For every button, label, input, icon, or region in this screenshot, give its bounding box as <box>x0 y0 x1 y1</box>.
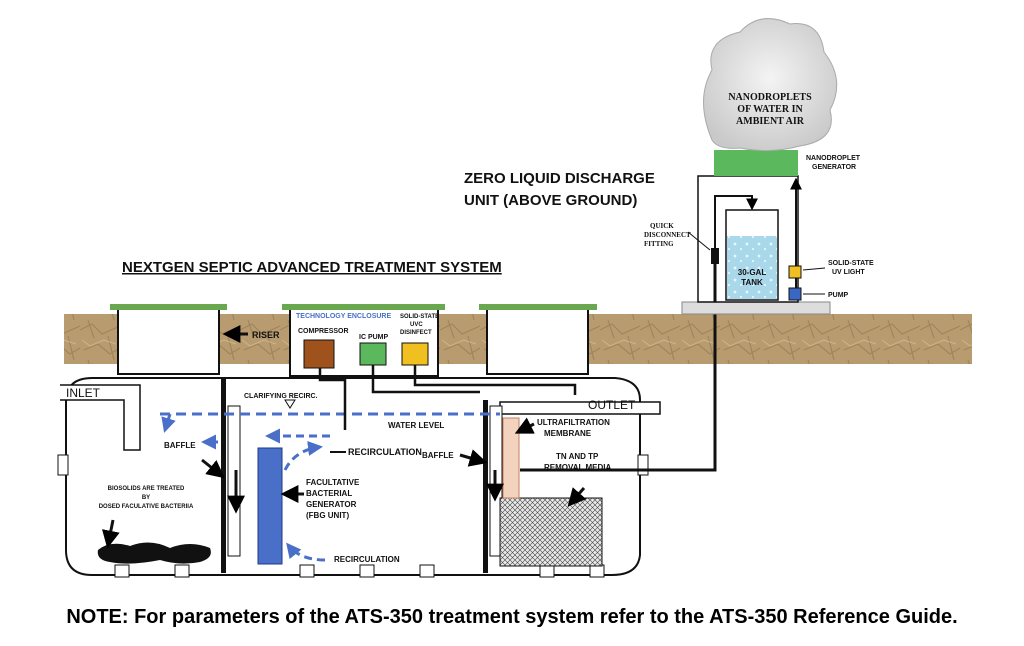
generator-label-line2: GENERATOR <box>812 164 856 171</box>
membrane-arrow <box>514 417 535 434</box>
generator-label-line1: NANODROPLET <box>806 155 861 162</box>
bio-label-line3: DOSED FACULATIVE BACTERIIA <box>99 504 194 510</box>
reference-note: NOTE: For parameters of the ATS-350 trea… <box>66 606 958 628</box>
tank-end-cap-left <box>57 454 69 476</box>
tank-label-line1: 30-GAL <box>738 268 767 277</box>
uvc-label-line1: SOLID-STATE <box>400 314 439 320</box>
main-title: NEXTGEN SEPTIC ADVANCED TREATMENT SYSTEM <box>122 259 502 276</box>
bio-label-line2: BY <box>142 495 150 501</box>
recirc-bottom-label: RECIRCULATION <box>334 555 400 564</box>
ic-pump-label: IC PUMP <box>359 334 389 341</box>
fbg-label-line2: BACTERIAL <box>306 489 352 498</box>
uv-light-box <box>788 265 802 279</box>
ic-pump-box <box>359 342 387 366</box>
zld-inlet-line <box>714 195 758 255</box>
zld-title-line1: ZERO LIQUID DISCHARGE <box>464 170 655 187</box>
uvc-label-line3: DISINFECT <box>400 330 432 336</box>
enclosure-lid <box>282 304 445 310</box>
riser-right <box>486 307 589 375</box>
fbg-unit <box>257 447 283 565</box>
zld-base-slab <box>681 301 831 315</box>
cloud-line1: NANODROPLETS <box>728 92 812 103</box>
ultrafiltration-membrane <box>502 417 520 499</box>
cloud-line2: OF WATER IN <box>737 104 803 115</box>
uv-label-line1: SOLID-STATE <box>828 260 874 267</box>
air-line-compressor <box>318 368 347 430</box>
tank-end-cap-right <box>637 454 649 476</box>
cloud-line3: AMBIENT AIR <box>736 116 805 127</box>
biosolids-blob <box>97 542 211 564</box>
fbg-label-line4: (FBG UNIT) <box>306 511 349 520</box>
uvc-line <box>413 365 577 395</box>
media-arrow <box>567 487 587 507</box>
compressor-label: COMPRESSOR <box>298 328 349 335</box>
inlet-label: INLET <box>66 386 101 400</box>
riser-left-lid <box>110 304 227 310</box>
clarifying-symbol <box>284 399 296 409</box>
clarifying-label: CLARIFYING RECIRC. <box>244 393 318 400</box>
media-label-line1: TN AND TP <box>556 452 599 461</box>
uvc-box <box>401 342 429 366</box>
quick-arrow <box>687 231 711 251</box>
recirc-arrow-bottom <box>286 542 326 562</box>
outlet-label: OUTLET <box>588 398 636 412</box>
baffle-left-arrow <box>201 458 225 479</box>
zld-title-line2: UNIT (ABOVE GROUND) <box>464 192 637 209</box>
discharge-line <box>520 255 717 472</box>
quick-label-line1: QUICK <box>650 222 674 230</box>
uvc-label-line2: UVC <box>410 322 423 328</box>
riser-label: RISER <box>252 330 280 340</box>
tank-bottom-ribs <box>114 564 605 578</box>
recirc-arrow-top <box>283 440 323 471</box>
bio-label-line1: BIOSOLIDS ARE TREATED <box>108 486 185 492</box>
water-level-left-drop <box>161 413 176 433</box>
riser-right-lid <box>479 304 597 310</box>
compressor-box <box>303 339 335 369</box>
clarifier-tube <box>227 405 241 557</box>
uf-label-line2: MEMBRANE <box>544 429 592 438</box>
nanodroplet-generator <box>714 150 798 176</box>
uf-label-line1: ULTRAFILTRATION <box>537 418 610 427</box>
baffle-right-arrow <box>459 449 488 467</box>
zld-tank-water <box>727 236 777 299</box>
recirc-top-label: RECIRCULATION <box>348 447 422 457</box>
uv-label-line2: UV LIGHT <box>832 269 865 276</box>
pump-box <box>788 287 802 301</box>
quick-label-line2: DISCONNECT <box>644 231 691 239</box>
enclosure-title: TECHNOLOGY ENCLOSURE <box>296 313 391 320</box>
baffle-right-wall <box>483 400 488 573</box>
removal-media <box>499 497 603 567</box>
quick-label-line3: FITTING <box>644 240 674 248</box>
baffle-right-label: BAFFLE <box>422 451 454 460</box>
biosolids-arrow <box>101 519 120 549</box>
inlet-pipe <box>60 384 141 451</box>
water-level-label: WATER LEVEL <box>388 421 444 430</box>
quick-disconnect-fitting <box>711 248 719 264</box>
nanodroplet-cloud <box>703 18 838 152</box>
outlet-pipe <box>499 401 661 415</box>
riser-left <box>117 307 220 375</box>
uv-arrow <box>802 267 826 271</box>
fbg-label-line3: GENERATOR <box>306 500 357 509</box>
media-label-line2: REMOVAL MEDIA <box>544 463 611 472</box>
baffle-left-label: BAFFLE <box>164 441 196 450</box>
pump-label: PUMP <box>828 292 849 299</box>
fbg-label-line1: FACULTATIVE <box>306 478 360 487</box>
ic-pump-line <box>371 365 480 394</box>
tank-label-line2: TANK <box>741 278 763 287</box>
